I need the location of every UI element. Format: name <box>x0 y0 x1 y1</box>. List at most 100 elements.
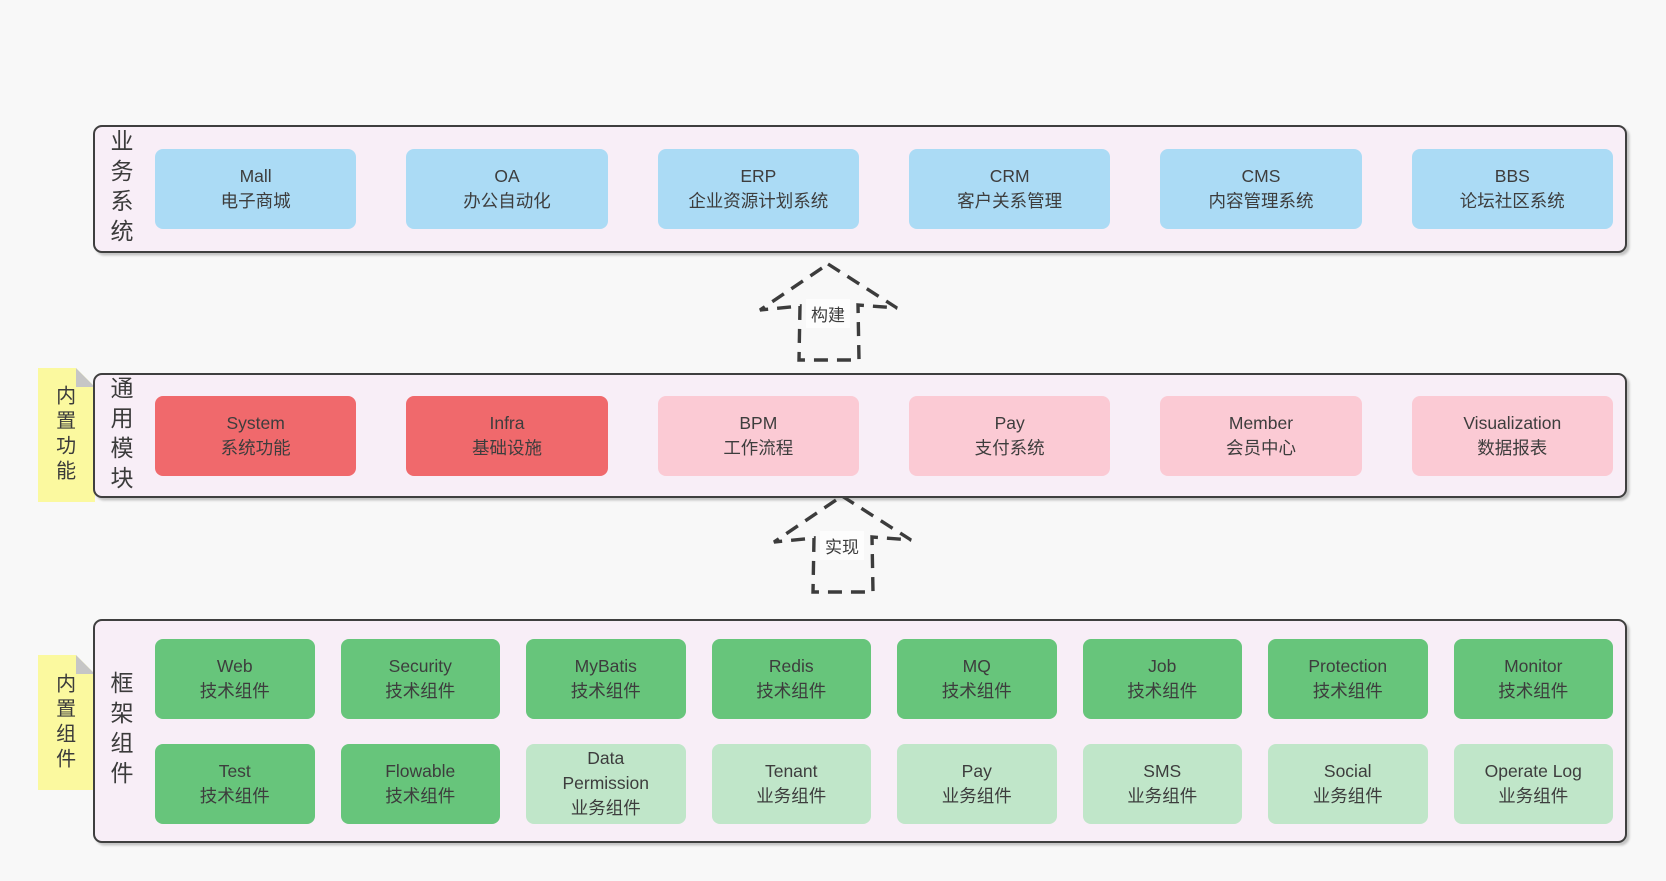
box-cms: CMS 内容管理系统 <box>1160 149 1362 229</box>
arrow-build-label: 构建 <box>806 299 850 328</box>
box-security: Security 技术组件 <box>340 638 500 719</box>
box-test: Test 技术组件 <box>155 743 315 824</box>
band-common-modules: 通用模块 System 系统功能 Infra 基础设施 BPM 工作流程 Pay… <box>93 373 1627 498</box>
box-subtitle: 电子商城 <box>220 191 291 211</box>
arrow-implement: 实现 <box>766 491 918 597</box>
band-framework-components: 框架组件 Web 技术组件 Security 技术组件 MyBatis 技术组件… <box>93 619 1627 843</box>
up-arrow-icon <box>773 493 912 594</box>
framework-row-2: Test 技术组件 Flowable 技术组件 Data Permission … <box>155 743 1613 824</box>
box-subtitle: 论坛社区系统 <box>1459 191 1565 211</box>
box-mq: MQ 技术组件 <box>897 638 1057 719</box>
box-title: CMS <box>1241 166 1281 187</box>
box-title: ERP <box>740 166 777 187</box>
box-pay-system: Pay 支付系统 <box>908 395 1111 476</box>
box-monitor: Monitor 技术组件 <box>1453 638 1613 719</box>
sticky-note-builtin-features: 内置功能 <box>38 368 95 502</box>
box-title: Mall <box>239 166 272 187</box>
band-boxes: Web 技术组件 Security 技术组件 MyBatis 技术组件 Redi… <box>155 621 1613 841</box>
box-subtitle: 数据报表 <box>1477 437 1548 458</box>
band-label: 业务系统 <box>107 129 133 249</box>
box-title: System <box>226 412 285 433</box>
box-subtitle: 会员中心 <box>1225 437 1296 458</box>
box-subtitle: 技术组件 <box>1498 680 1569 701</box>
box-subtitle: 技术组件 <box>385 785 456 806</box>
box-subtitle: 技术组件 <box>385 680 456 701</box>
box-bbs: BBS 论坛社区系统 <box>1411 149 1613 229</box>
box-subtitle: 业务组件 <box>1498 785 1569 806</box>
box-subtitle: 业务组件 <box>756 785 827 806</box>
box-title: Security <box>388 655 452 676</box>
box-mybatis: MyBatis 技术组件 <box>526 638 686 719</box>
box-pay-component: Pay 业务组件 <box>897 743 1057 824</box>
box-subtitle: 基础设施 <box>471 437 542 458</box>
box-subtitle: 内容管理系统 <box>1208 191 1314 211</box>
up-arrow-icon <box>759 261 898 362</box>
box-web: Web 技术组件 <box>155 638 315 719</box>
box-subtitle: 业务组件 <box>941 785 1012 806</box>
box-subtitle: 技术组件 <box>756 680 827 701</box>
box-visualization: Visualization 数据报表 <box>1411 395 1613 476</box>
box-operate-log: Operate Log 业务组件 <box>1453 743 1613 824</box>
box-flowable: Flowable 技术组件 <box>340 743 500 824</box>
box-bpm: BPM 工作流程 <box>657 395 859 476</box>
band-label: 框架组件 <box>107 671 133 791</box>
box-mall: Mall 电子商城 <box>155 149 357 229</box>
box-title: Job <box>1148 655 1177 676</box>
box-social: Social 业务组件 <box>1268 743 1428 824</box>
box-subtitle: 技术组件 <box>1312 680 1383 701</box>
box-subtitle: 技术组件 <box>199 680 270 701</box>
box-title: Pay <box>961 760 992 781</box>
box-title: BPM <box>739 412 778 433</box>
box-title: Tenant <box>764 760 818 781</box>
box-protection: Protection 技术组件 <box>1268 638 1428 719</box>
box-title: Web <box>216 655 253 676</box>
box-subtitle: 客户关系管理 <box>957 191 1063 211</box>
band-boxes: System 系统功能 Infra 基础设施 BPM 工作流程 Pay 支付系统… <box>155 375 1613 496</box>
box-title: MQ <box>962 655 991 676</box>
box-title: Data Permission <box>562 748 650 794</box>
box-subtitle: 业务组件 <box>1127 785 1198 806</box>
box-sms: SMS 业务组件 <box>1082 743 1242 824</box>
box-subtitle: 工作流程 <box>723 437 794 458</box>
band-boxes: Mall 电子商城 OA 办公自动化 ERP 企业资源计划系统 CRM 客户关系… <box>155 127 1613 251</box>
box-title: BBS <box>1494 166 1530 187</box>
box-job: Job 技术组件 <box>1082 638 1242 719</box>
box-subtitle: 系统功能 <box>220 437 291 458</box>
box-system: System 系统功能 <box>155 395 357 476</box>
arrow-build: 构建 <box>752 259 904 365</box>
box-title: Operate Log <box>1484 760 1582 781</box>
arrow-implement-label: 实现 <box>820 531 864 560</box>
box-subtitle: 企业资源计划系统 <box>688 191 829 211</box>
box-tenant: Tenant 业务组件 <box>711 743 871 824</box>
band-label: 通用模块 <box>107 375 133 496</box>
box-erp: ERP 企业资源计划系统 <box>657 149 859 229</box>
box-subtitle: 支付系统 <box>974 437 1045 458</box>
box-subtitle: 办公自动化 <box>463 191 551 211</box>
box-title: Protection <box>1308 655 1388 676</box>
box-infra: Infra 基础设施 <box>406 395 608 476</box>
box-title: Pay <box>994 412 1025 433</box>
box-subtitle: 业务组件 <box>570 797 641 818</box>
band-business-systems: 业务系统 Mall 电子商城 OA 办公自动化 ERP 企业资源计划系统 CRM… <box>93 125 1627 253</box>
box-member: Member 会员中心 <box>1160 395 1362 476</box>
box-title: CRM <box>989 166 1030 187</box>
box-subtitle: 技术组件 <box>199 785 270 806</box>
sticky-note-builtin-components: 内置组件 <box>38 655 95 790</box>
box-subtitle: 技术组件 <box>1127 680 1198 701</box>
box-title: Redis <box>768 655 814 676</box>
sticky-note-text: 内置组件 <box>52 672 75 773</box>
box-redis: Redis 技术组件 <box>711 638 871 719</box>
box-subtitle: 技术组件 <box>941 680 1012 701</box>
sticky-note-text: 内置功能 <box>52 385 75 485</box>
box-title: Flowable <box>385 760 456 781</box>
box-title: Social <box>1323 760 1372 781</box>
box-title: Visualization <box>1463 412 1562 433</box>
box-data-permission: Data Permission 业务组件 <box>526 743 686 824</box>
box-crm: CRM 客户关系管理 <box>908 149 1111 229</box>
box-subtitle: 业务组件 <box>1312 785 1383 806</box>
box-oa: OA 办公自动化 <box>406 149 608 229</box>
box-title: OA <box>494 166 520 187</box>
framework-row-1: Web 技术组件 Security 技术组件 MyBatis 技术组件 Redi… <box>155 638 1613 719</box>
box-title: SMS <box>1143 760 1182 781</box>
